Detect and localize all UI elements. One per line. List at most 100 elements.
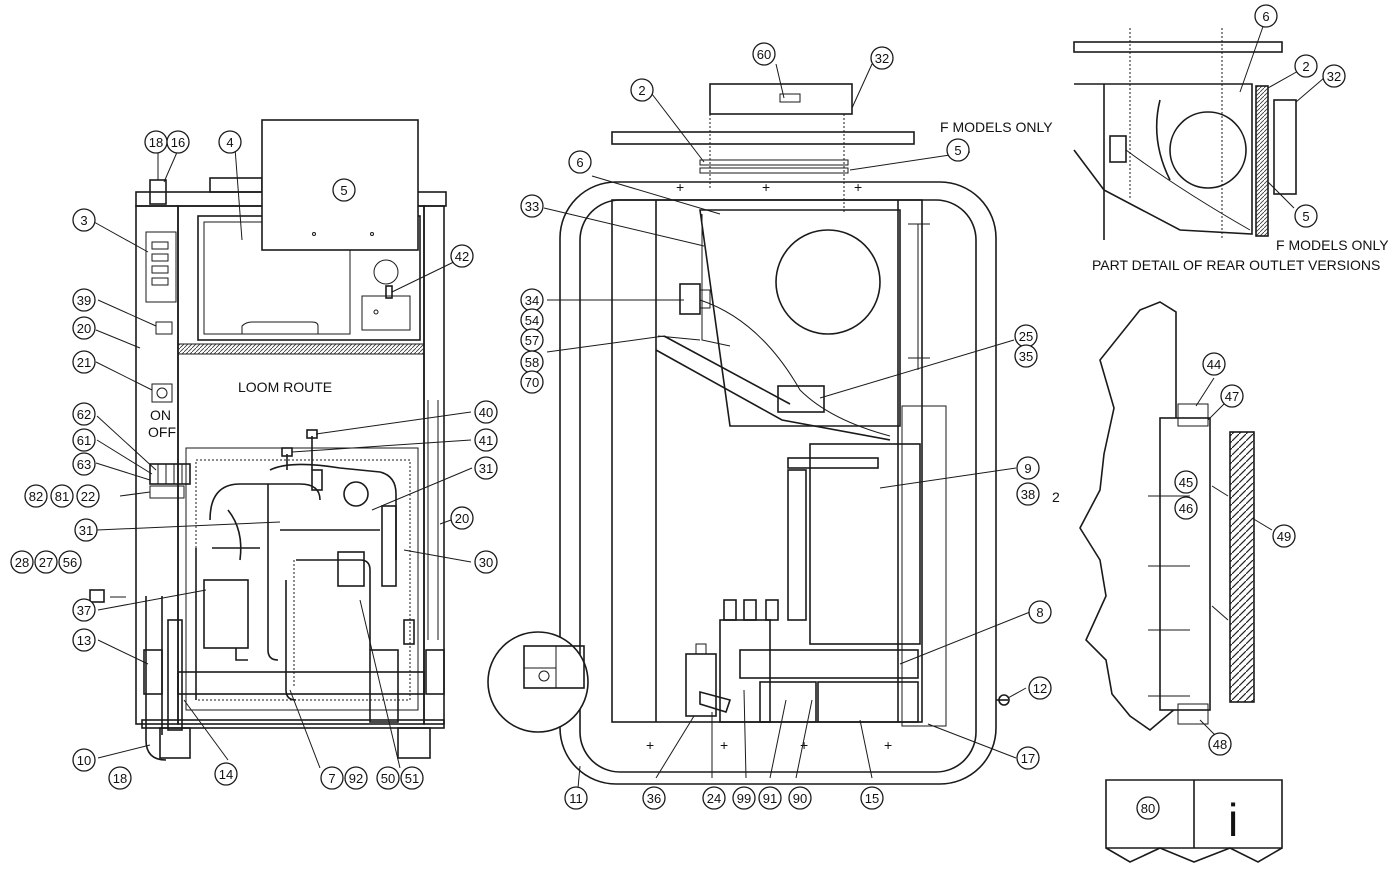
callout-label: 14 <box>219 767 233 782</box>
callout-label: 27 <box>39 555 53 570</box>
callout-16: 16 <box>166 130 190 154</box>
svg-text:+: + <box>884 737 892 753</box>
callout-label: 13 <box>77 633 91 648</box>
callout-label: 31 <box>79 523 93 538</box>
callout-20: 20 <box>450 506 474 530</box>
callout-label: 56 <box>63 555 77 570</box>
callout-label: 62 <box>77 407 91 422</box>
callout-12: 12 <box>1028 676 1052 700</box>
callout-30: 30 <box>474 550 498 574</box>
callout-35: 35 <box>1014 344 1038 368</box>
callout-label: 41 <box>479 433 493 448</box>
callout-24: 24 <box>702 786 726 810</box>
callout-label: 28 <box>15 555 29 570</box>
callout-label: 92 <box>349 771 363 786</box>
callout-3: 3 <box>72 208 96 232</box>
callout-label: 40 <box>479 405 493 420</box>
callout-label: 16 <box>171 135 185 150</box>
callout-5: 5 <box>946 138 970 162</box>
callout-label: 31 <box>479 461 493 476</box>
callout-6: 6 <box>1254 4 1278 28</box>
callout-5: 5 <box>332 178 356 202</box>
callout-82: 82 <box>24 484 48 508</box>
callout-label: 34 <box>525 293 539 308</box>
callout-91: 91 <box>758 786 782 810</box>
callout-label: 5 <box>340 183 347 198</box>
callout-25: 25 <box>1014 324 1038 348</box>
callout-label: 32 <box>875 51 889 66</box>
callout-11: 11 <box>564 786 588 810</box>
callout-62: 62 <box>72 402 96 426</box>
callout-31: 31 <box>474 456 498 480</box>
callout-37: 37 <box>72 598 96 622</box>
callout-label: 91 <box>763 791 777 806</box>
callout-label: 44 <box>1207 357 1221 372</box>
callout-label: 82 <box>29 489 43 504</box>
callout-label: 15 <box>865 791 879 806</box>
stray-number-label: 2 <box>1052 489 1060 505</box>
callout-46: 46 <box>1174 496 1198 520</box>
callout-44: 44 <box>1202 352 1226 376</box>
callout-label: 48 <box>1213 737 1227 752</box>
f-models-only-label: F MODELS ONLY <box>940 119 1053 135</box>
callout-34: 34 <box>520 288 544 312</box>
callout-27: 27 <box>34 550 58 574</box>
callout-label: 38 <box>1021 487 1035 502</box>
callout-label: 45 <box>1179 475 1193 490</box>
callout-label: 39 <box>77 293 91 308</box>
callout-9: 9 <box>1016 456 1040 480</box>
callout-56: 56 <box>58 550 82 574</box>
callout-39: 39 <box>72 288 96 312</box>
info-i-glyph: i <box>1228 794 1238 846</box>
callout-70: 70 <box>520 370 544 394</box>
callout-47: 47 <box>1220 384 1244 408</box>
f-models-only-detail-label: F MODELS ONLY <box>1276 237 1389 253</box>
callout-label: 6 <box>576 155 583 170</box>
svg-text:+: + <box>720 737 728 753</box>
rear-outlet-detail <box>1073 17 1325 240</box>
callout-58: 58 <box>520 350 544 374</box>
callout-label: 30 <box>479 555 493 570</box>
callout-48: 48 <box>1208 732 1232 756</box>
callout-label: 70 <box>525 375 539 390</box>
callout-label: 63 <box>77 457 91 472</box>
callout-label: 21 <box>77 355 91 370</box>
callout-36: 36 <box>642 786 666 810</box>
callout-51: 51 <box>400 766 424 790</box>
callout-label: 37 <box>77 603 91 618</box>
callout-label: 51 <box>405 771 419 786</box>
front-view-unit <box>89 119 473 769</box>
callout-2: 2 <box>1294 54 1318 78</box>
callout-57: 57 <box>520 328 544 352</box>
callout-label: 57 <box>525 333 539 348</box>
callout-label: 2 <box>638 83 645 98</box>
callout-81: 81 <box>50 484 74 508</box>
callout-label: 22 <box>81 489 95 504</box>
callout-92: 92 <box>344 766 368 790</box>
callout-63: 63 <box>72 452 96 476</box>
callout-label: 36 <box>647 791 661 806</box>
svg-text:+: + <box>646 737 654 753</box>
callout-13: 13 <box>72 628 96 652</box>
svg-text:+: + <box>762 179 770 195</box>
callout-61: 61 <box>72 428 96 452</box>
callout-45: 45 <box>1174 470 1198 494</box>
callout-50: 50 <box>376 766 400 790</box>
callout-32: 32 <box>870 46 894 70</box>
callout-99: 99 <box>732 786 756 810</box>
callout-label: 99 <box>737 791 751 806</box>
callout-label: 3 <box>80 213 87 228</box>
filter-detail <box>1079 301 1283 863</box>
callout-label: 4 <box>226 135 233 150</box>
callout-42: 42 <box>450 244 474 268</box>
callout-label: 50 <box>381 771 395 786</box>
callout-label: 17 <box>1021 751 1035 766</box>
callout-21: 21 <box>72 350 96 374</box>
callout-label: 5 <box>1302 209 1309 224</box>
callout-80: 80 <box>1136 796 1160 820</box>
callout-5: 5 <box>1294 204 1318 228</box>
callout-label: 49 <box>1277 529 1291 544</box>
callout-label: 61 <box>77 433 91 448</box>
callout-6: 6 <box>568 150 592 174</box>
